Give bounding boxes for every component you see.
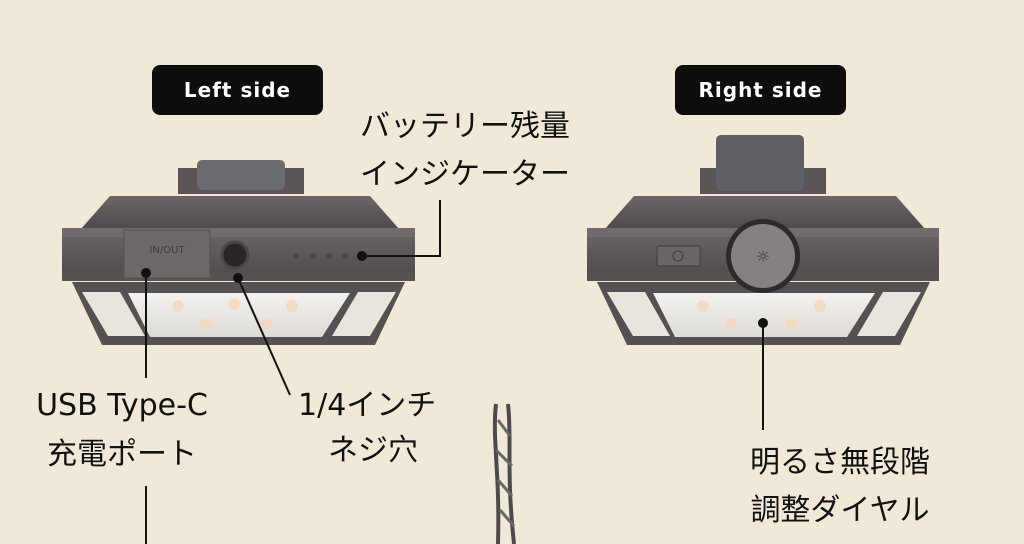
lanyard <box>492 403 516 544</box>
usb-callout-line1: USB Type-C <box>36 388 208 423</box>
left-side-label: Left side <box>152 65 323 115</box>
battery-callout-line2: インジケーター <box>360 157 570 192</box>
usb-callout-line2: 充電ポート <box>47 437 197 472</box>
lantern-right-view: ☼ <box>587 135 939 345</box>
top-bevel <box>80 196 400 230</box>
power-button <box>656 245 701 267</box>
right-side-label: Right side <box>675 65 846 115</box>
dial-callout-line2: 調整ダイヤル <box>750 493 930 528</box>
battery-indicator-leds <box>293 253 348 259</box>
screw-callout-line1: 1/4インチ <box>298 388 437 423</box>
lantern-left-view <box>62 160 415 345</box>
strap <box>716 135 804 191</box>
port-label: IN/OUT <box>149 245 185 256</box>
top-bevel <box>604 196 926 230</box>
battery-callout-line1: バッテリー残量 <box>360 109 570 144</box>
usb-port-cover <box>123 229 211 279</box>
callout-lines <box>145 200 764 544</box>
screw-callout-line2: ネジ穴 <box>328 433 418 468</box>
dial-callout-line1: 明るさ無段階 <box>750 445 930 480</box>
screw-hole <box>220 240 250 270</box>
callout-dots <box>141 251 768 328</box>
strap <box>197 160 285 190</box>
lightbulb-icon: ☼ <box>756 247 770 266</box>
